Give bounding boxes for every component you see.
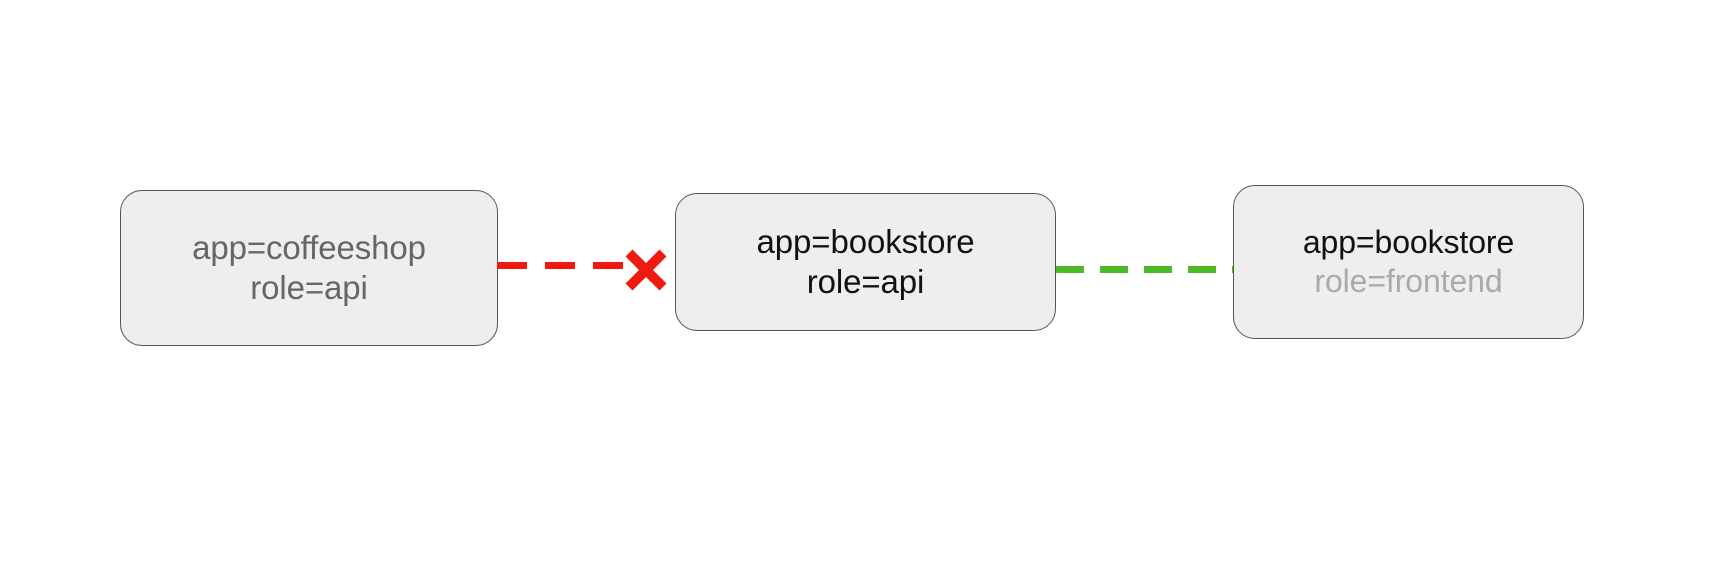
node-coffeeshop-api[interactable]: app=coffeeshop role=api — [120, 190, 498, 346]
edge-allowed-bookstore-api-to-frontend — [1056, 266, 1234, 273]
node-coffeeshop-api-app-label: app=coffeeshop — [192, 228, 426, 266]
node-bookstore-frontend-role-label: role=frontend — [1314, 263, 1503, 299]
node-bookstore-api-app-label: app=bookstore — [756, 222, 975, 260]
node-bookstore-api-role-label: role=api — [806, 263, 925, 300]
node-coffeeshop-api-role-label: role=api — [250, 269, 368, 306]
x-cross-icon — [621, 245, 671, 295]
node-bookstore-frontend-app-label: app=bookstore — [1302, 223, 1515, 260]
node-bookstore-api[interactable]: app=bookstore role=api — [675, 193, 1056, 331]
node-bookstore-frontend[interactable]: app=bookstore role=frontend — [1233, 185, 1584, 339]
edge-blocked-coffeeshop-to-bookstore — [497, 262, 630, 269]
